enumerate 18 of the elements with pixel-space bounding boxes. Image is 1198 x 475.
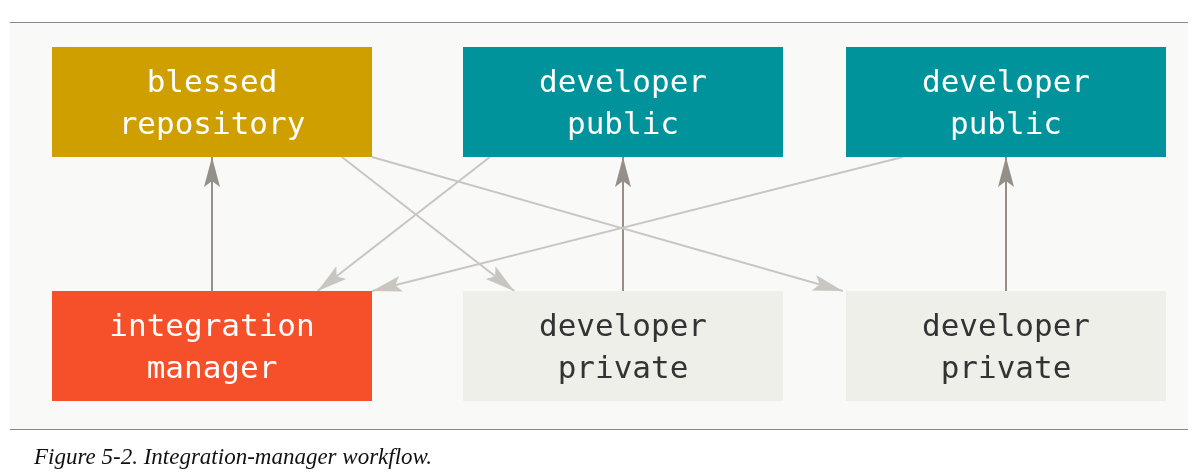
- repository-box: [463, 291, 783, 401]
- figure-caption: Figure 5-2. Integration-manager workflow.: [34, 444, 432, 470]
- repository-box: [52, 291, 372, 401]
- arrow: [316, 156, 491, 292]
- node-label: developer private: [538, 306, 708, 387]
- repository-box: [52, 47, 372, 157]
- arrow: [615, 156, 631, 292]
- arrow: [204, 156, 220, 292]
- repository-box: [463, 47, 783, 157]
- repository-box: [846, 291, 1166, 401]
- node-label: developer private: [921, 306, 1091, 387]
- repository-box: [846, 47, 1166, 157]
- node-label: integration manager: [108, 306, 316, 387]
- arrow: [998, 156, 1014, 292]
- node-label: blessed repository: [117, 62, 307, 143]
- node-label: developer public: [538, 62, 708, 143]
- node-label: developer public: [921, 62, 1091, 143]
- arrow: [340, 156, 516, 292]
